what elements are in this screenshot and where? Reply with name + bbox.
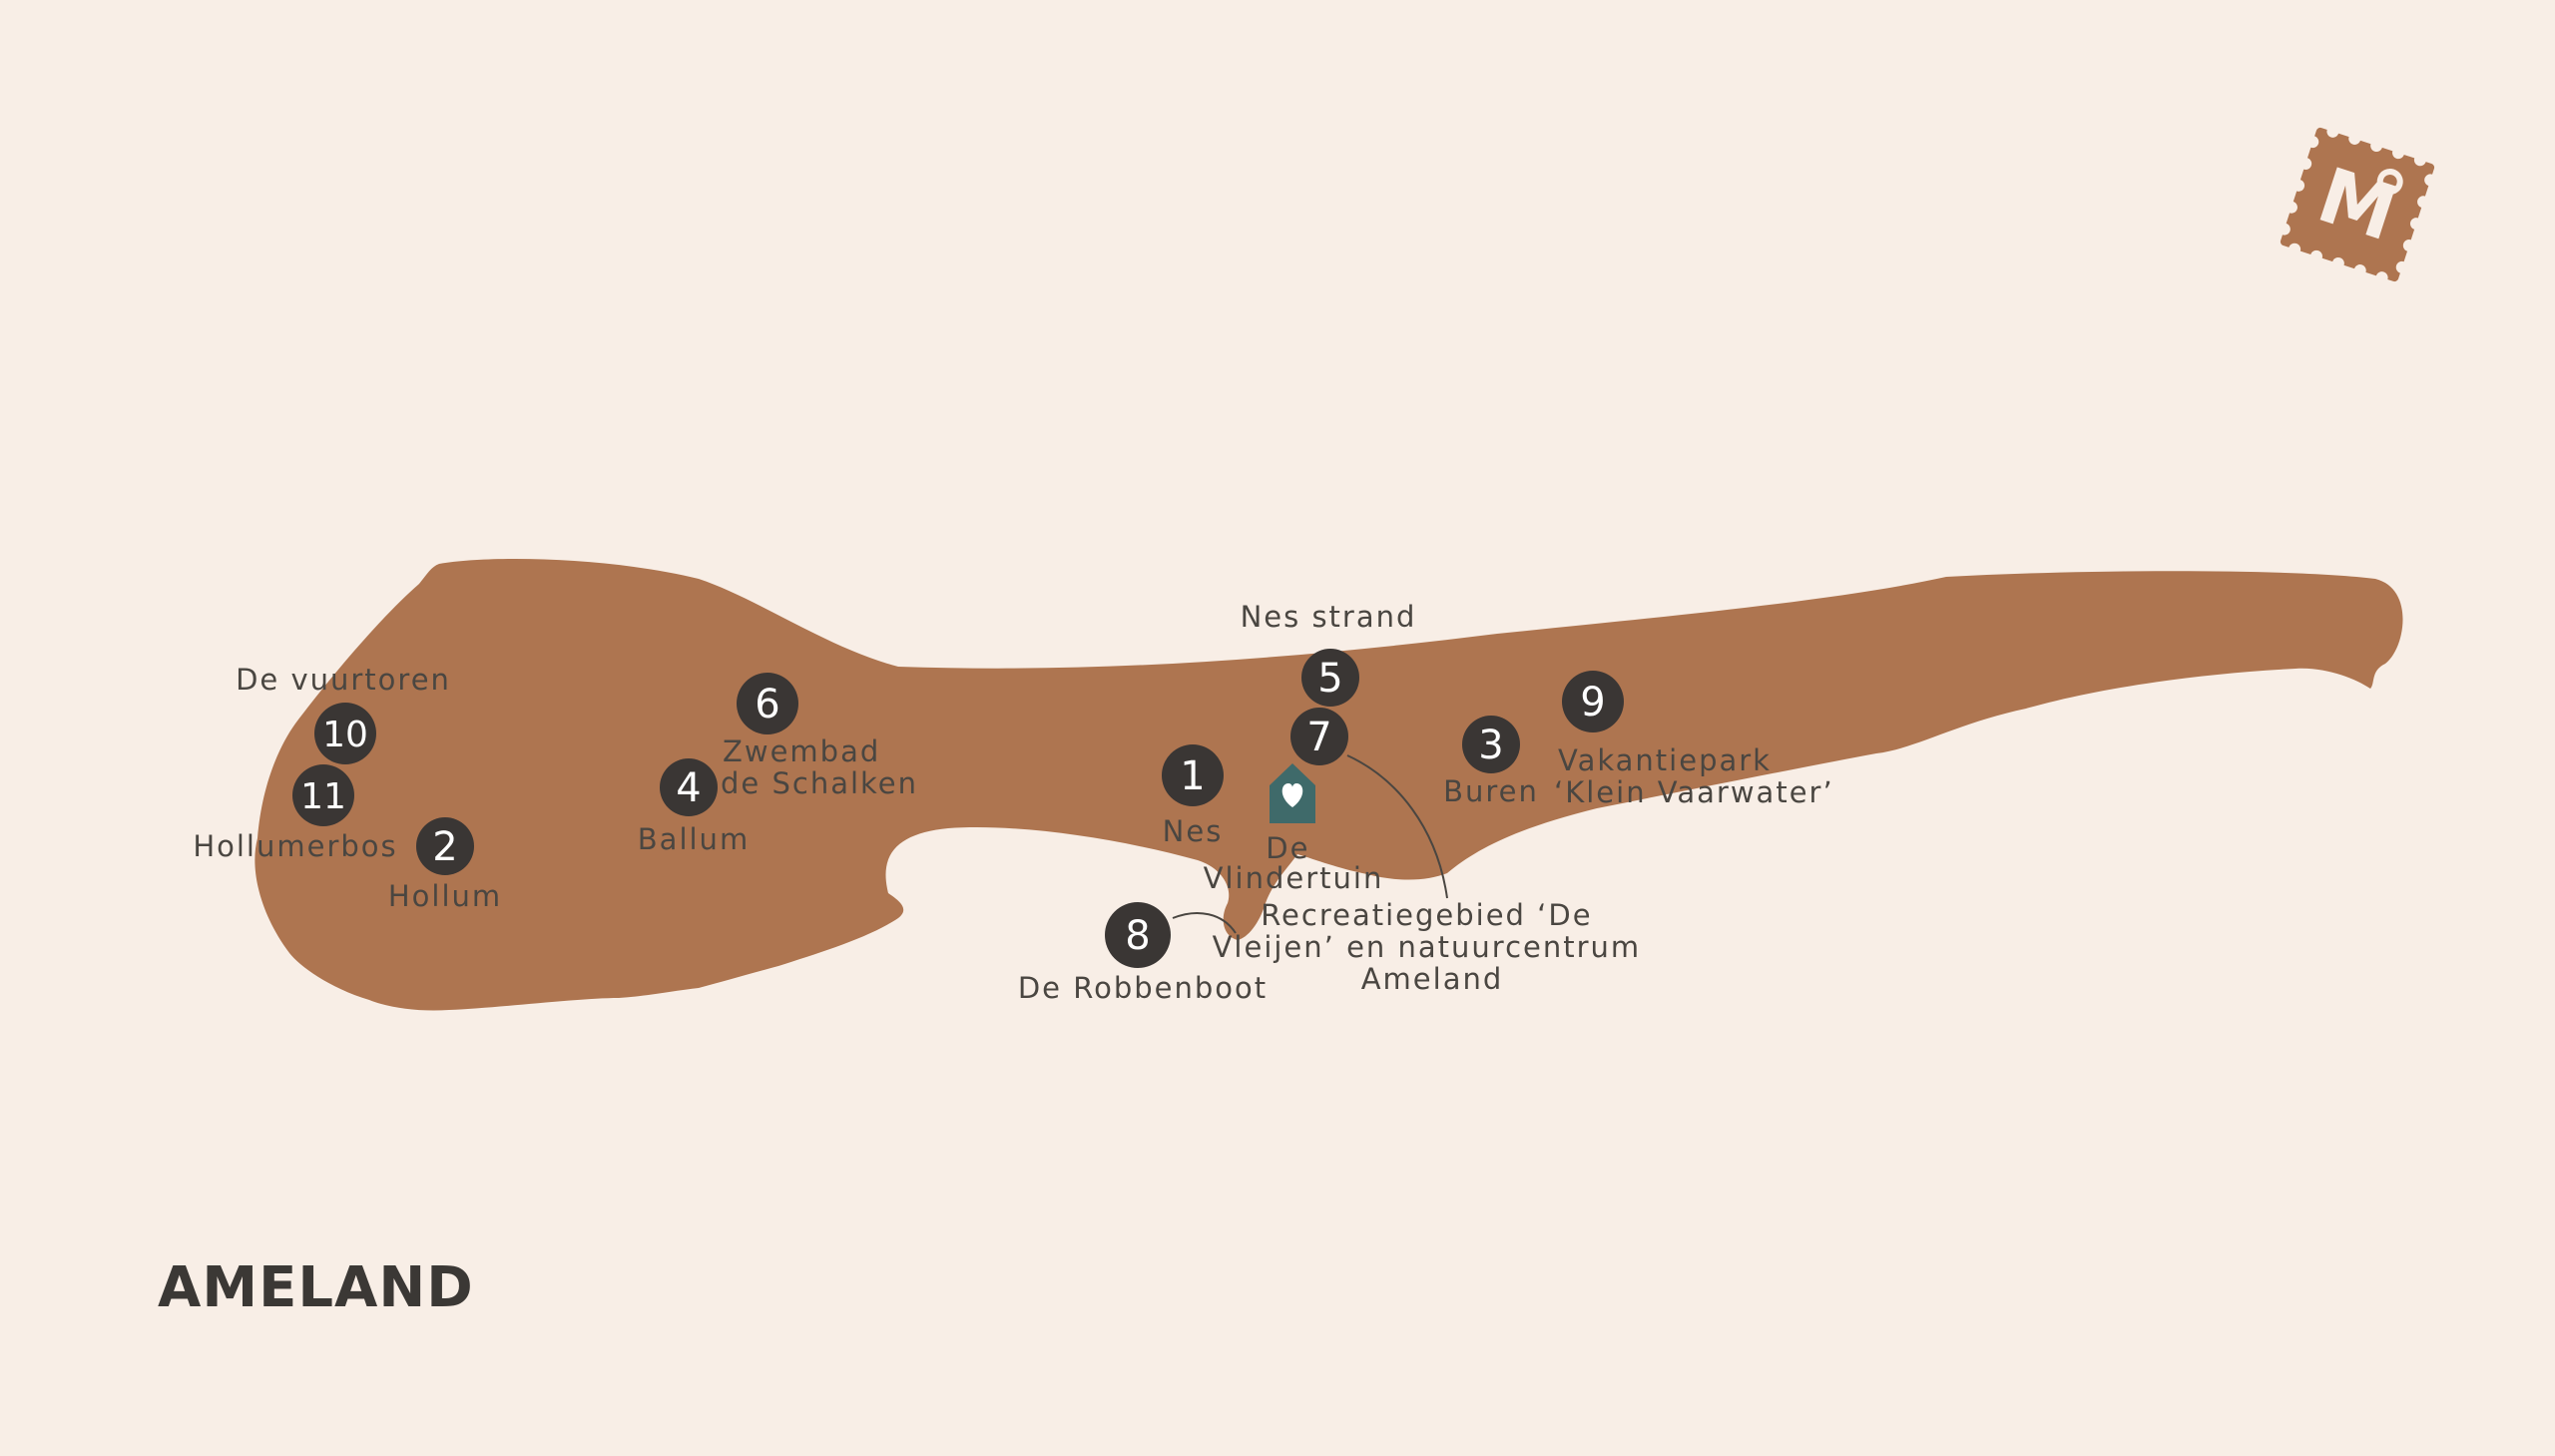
marker-8-number: 8 bbox=[1125, 913, 1150, 959]
label-vuurtoren: De vuurtoren bbox=[236, 663, 451, 697]
marker-5-number: 5 bbox=[1317, 656, 1342, 702]
marker-11[interactable]: 11 bbox=[292, 764, 354, 826]
label-nes: Nes bbox=[1163, 814, 1224, 848]
label-zwembad-line2: de Schalken bbox=[721, 766, 918, 800]
label-ballum: Ballum bbox=[638, 822, 750, 856]
marker-9-number: 9 bbox=[1580, 680, 1605, 726]
heart-icon bbox=[1281, 783, 1303, 807]
label-buren: Buren bbox=[1443, 774, 1539, 808]
stamp-logo-ring bbox=[2376, 168, 2403, 195]
marker-6-number: 6 bbox=[755, 682, 779, 728]
label-zwembad: Zwembad de Schalken bbox=[721, 734, 918, 800]
label-vakantiepark-line2: ‘Klein Vaarwater’ bbox=[1554, 775, 1834, 809]
label-vleijen-line1: Recreatiegebied ‘De bbox=[1261, 898, 1592, 932]
marker-6[interactable]: 6 bbox=[737, 673, 798, 734]
label-vlindertuin: De Vlindertuin bbox=[1204, 831, 1384, 895]
island-shape bbox=[255, 559, 2403, 1011]
home-marker[interactable] bbox=[1270, 763, 1315, 823]
label-vleijen: Recreatiegebied ‘De Vleijen’ en natuurce… bbox=[1213, 898, 1653, 996]
label-vlindertuin-line1: De bbox=[1266, 831, 1309, 865]
marker-4[interactable]: 4 bbox=[660, 758, 718, 816]
label-vleijen-line3: Ameland bbox=[1361, 962, 1504, 996]
label-hollumerbos: Hollumerbos bbox=[193, 829, 397, 863]
label-robbenboot: De Robbenboot bbox=[1018, 971, 1268, 1005]
marker-1[interactable]: 1 bbox=[1162, 744, 1224, 806]
marker-3[interactable]: 3 bbox=[1462, 716, 1520, 773]
marker-9[interactable]: 9 bbox=[1562, 671, 1624, 732]
map-title: AMELAND bbox=[158, 1255, 474, 1320]
marker-7[interactable]: 7 bbox=[1290, 708, 1348, 765]
label-vlindertuin-line2: Vlindertuin bbox=[1204, 861, 1384, 895]
marker-8[interactable]: 8 bbox=[1105, 902, 1171, 968]
marker-11-number: 11 bbox=[300, 776, 346, 817]
label-hollum: Hollum bbox=[388, 879, 502, 913]
marker-5[interactable]: 5 bbox=[1301, 649, 1359, 707]
leader-line-7 bbox=[1346, 754, 1448, 899]
marker-10[interactable]: 10 bbox=[314, 703, 376, 764]
label-vakantiepark-line1: Vakantiepark bbox=[1558, 743, 1772, 777]
stamp-logo: M bbox=[2278, 125, 2437, 284]
marker-4-number: 4 bbox=[676, 765, 701, 811]
label-nes-strand: Nes strand bbox=[1241, 600, 1417, 634]
label-vakantiepark: Vakantiepark ‘Klein Vaarwater’ bbox=[1554, 743, 1834, 809]
label-vleijen-line2: Vleijen’ en natuurcentrum bbox=[1213, 930, 1642, 964]
marker-10-number: 10 bbox=[322, 715, 368, 755]
label-zwembad-line1: Zwembad bbox=[723, 734, 880, 768]
marker-1-number: 1 bbox=[1180, 753, 1205, 799]
marker-7-number: 7 bbox=[1306, 715, 1331, 760]
marker-3-number: 3 bbox=[1478, 723, 1503, 768]
marker-2[interactable]: 2 bbox=[416, 817, 474, 875]
marker-2-number: 2 bbox=[432, 824, 457, 870]
leader-line-8 bbox=[1172, 912, 1237, 934]
